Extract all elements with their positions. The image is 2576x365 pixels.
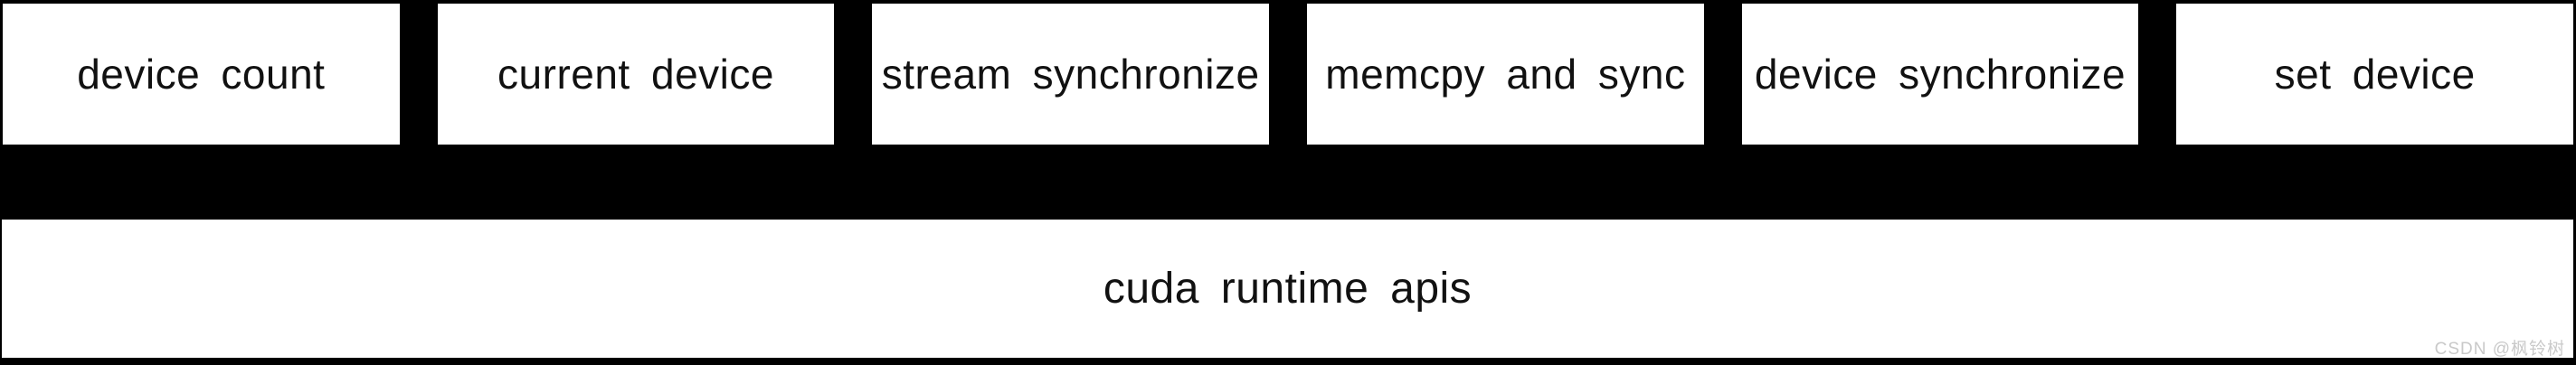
api-box-stream-synchronize: stream synchronize — [872, 4, 1270, 145]
api-box-label: set device — [2274, 51, 2476, 98]
api-box-memcpy-and-sync: memcpy and sync — [1307, 4, 1704, 145]
api-box-device-count: device count — [3, 4, 400, 145]
api-box-label: current device — [497, 51, 774, 98]
csdn-watermark: CSDN @枫铃树 — [2434, 340, 2565, 359]
api-box-label: device synchronize — [1754, 51, 2126, 98]
api-boxes-row: device count current device stream synch… — [3, 4, 2574, 145]
api-box-current-device: current device — [437, 4, 835, 145]
api-box-label: memcpy and sync — [1325, 51, 1686, 98]
api-box-label: stream synchronize — [881, 51, 1260, 98]
cuda-runtime-apis-box: cuda runtime apis — [2, 220, 2573, 358]
cuda-runtime-apis-label: cuda runtime apis — [1103, 265, 1473, 313]
api-box-device-synchronize: device synchronize — [1741, 4, 2139, 145]
api-box-set-device: set device — [2176, 4, 2574, 145]
api-box-label: device count — [77, 51, 326, 98]
